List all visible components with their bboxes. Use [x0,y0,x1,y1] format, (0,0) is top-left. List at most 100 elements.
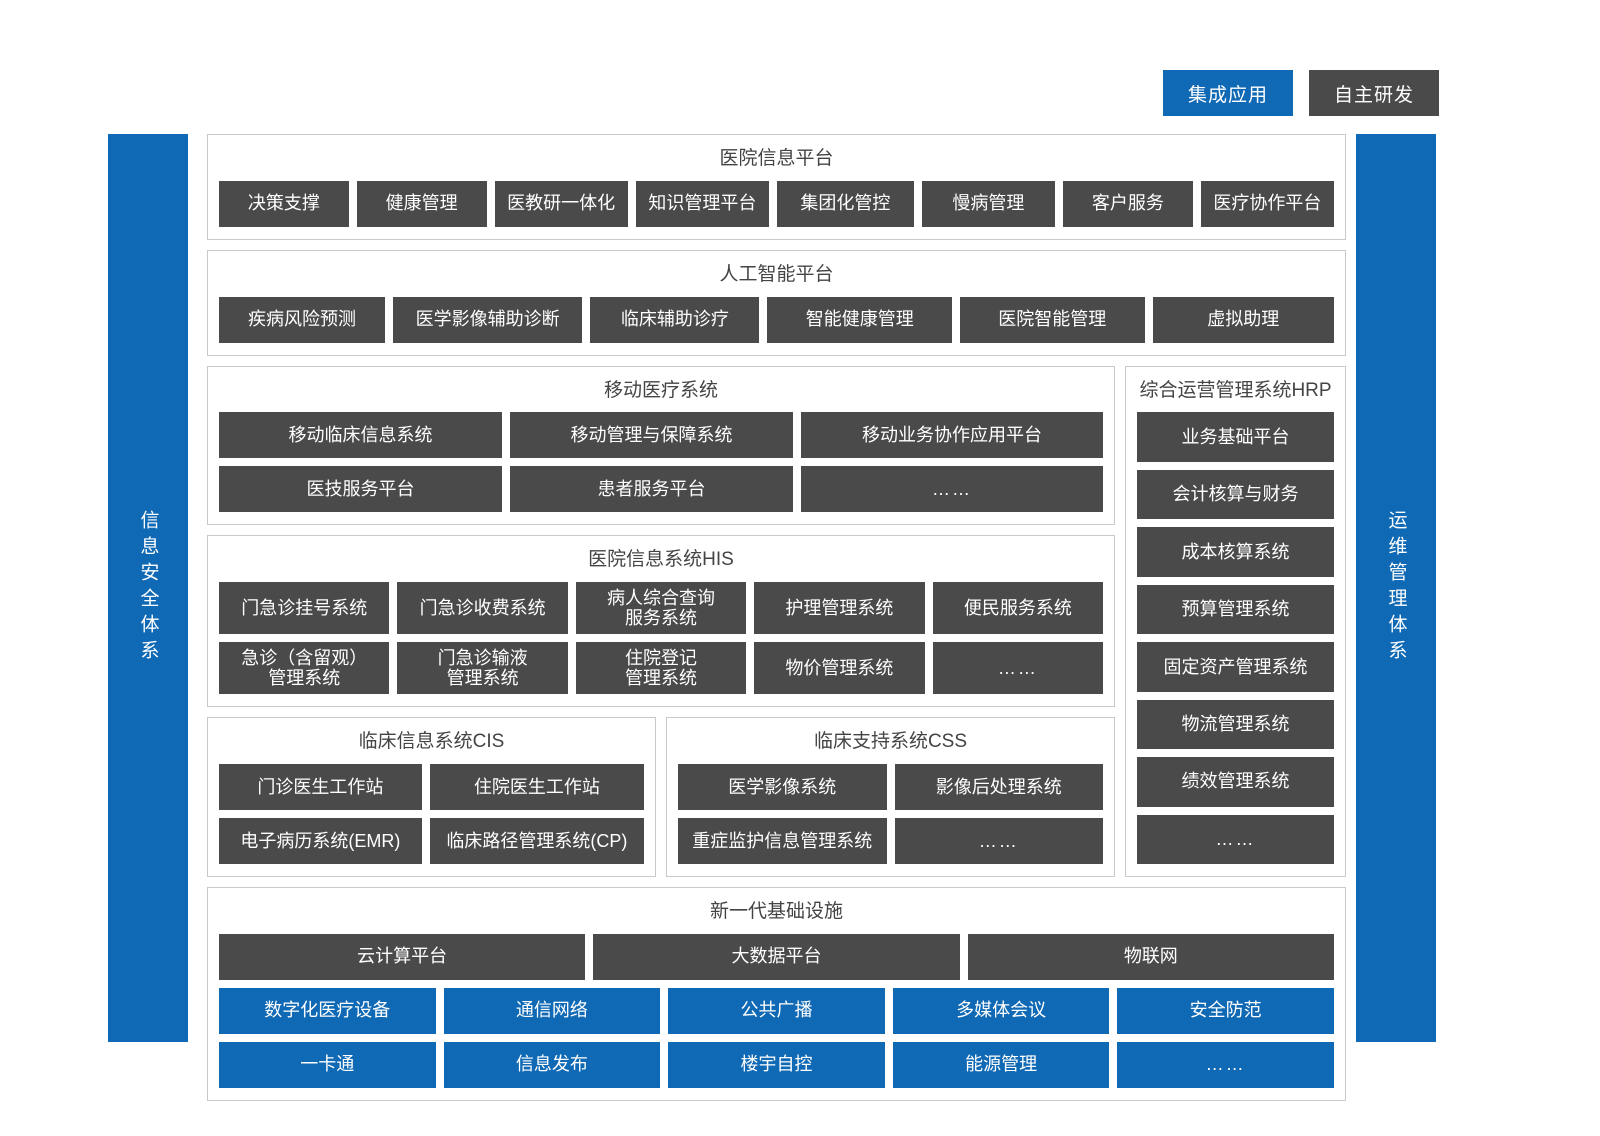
hrp-column: 综合运营管理系统HRP 业务基础平台 会计核算与财务 成本核算系统 预算管理系统… [1125,365,1346,877]
box-item[interactable]: 公共广播 [668,987,885,1034]
box-item[interactable]: 物价管理系统 [754,642,925,695]
box-item[interactable]: 重症监护信息管理系统 [678,817,887,864]
box-item-ellipsis[interactable]: …… [1137,814,1334,865]
box-item[interactable]: 楼宇自控 [668,1041,885,1088]
main-stack: 医院信息平台 决策支撑 健康管理 医教研一体化 知识管理平台 集团化管控 慢病管… [207,134,1346,1101]
box-item[interactable]: 固定资产管理系统 [1137,642,1334,692]
box-item[interactable]: 疾病风险预测 [219,296,386,343]
box-item[interactable]: 客户服务 [1062,180,1193,227]
legend-label: 集成应用 [1187,84,1268,106]
box-item[interactable]: 住院登记 管理系统 [575,642,747,695]
panel-hrp: 综合运营管理系统HRP 业务基础平台 会计核算与财务 成本核算系统 预算管理系统… [1125,365,1346,877]
item-row: 电子病历系统(EMR) 临床路径管理系统(CP) [219,817,644,864]
legend: 集成应用 自主研发 [1163,70,1439,116]
middle-region: 移动医疗系统 移动临床信息系统 移动管理与保障系统 移动业务协作应用平台 医技服… [207,365,1346,877]
box-item[interactable]: 云计算平台 [219,933,586,980]
box-item[interactable]: 物流管理系统 [1137,699,1334,750]
box-item[interactable]: 数字化医疗设备 [219,987,436,1034]
box-item[interactable]: 医学影像辅助诊断 [393,296,583,343]
side-bar-label: 信息安全体系 [137,510,159,666]
item-row: 决策支撑 健康管理 医教研一体化 知识管理平台 集团化管控 慢病管理 客户服务 … [219,180,1334,227]
box-item[interactable]: 急诊（含留观） 管理系统 [219,642,390,695]
box-item[interactable]: 住院医生工作站 [429,763,644,810]
box-item[interactable]: 集团化管控 [777,180,914,227]
box-item-ellipsis[interactable]: …… [801,466,1104,513]
panel-css: 临床支持系统CSS 医学影像系统 影像后处理系统 重症监护信息管理系统 …… [666,717,1115,877]
box-item[interactable]: 门诊医生工作站 [219,763,422,810]
item-row: 门诊医生工作站 住院医生工作站 [219,763,644,810]
box-item[interactable]: 移动临床信息系统 [219,412,503,459]
box-item[interactable]: 临床路径管理系统(CP) [429,817,644,864]
box-item[interactable]: 安全防范 [1117,987,1334,1034]
box-item[interactable]: 患者服务平台 [510,466,794,513]
panel-title: 移动医疗系统 [603,379,718,401]
item-row: 急诊（含留观） 管理系统 门急诊输液 管理系统 住院登记 管理系统 物价管理系统… [219,642,1104,695]
panel-title: 临床支持系统CSS [813,731,968,753]
box-item[interactable]: 便民服务系统 [932,582,1104,635]
box-item[interactable]: 会计核算与财务 [1137,469,1334,520]
box-item[interactable]: 健康管理 [356,180,487,227]
panel-hospital-info-platform: 医院信息平台 决策支撑 健康管理 医教研一体化 知识管理平台 集团化管控 慢病管… [207,134,1346,240]
item-row: 门急诊挂号系统 门急诊收费系统 病人综合查询 服务系统 护理管理系统 便民服务系… [219,582,1104,635]
box-item[interactable]: 大数据平台 [593,933,960,980]
box-item[interactable]: 决策支撑 [219,180,349,227]
side-bar-operation-maintenance: 运维管理体系 [1356,134,1436,1042]
box-item-ellipsis[interactable]: …… [894,817,1103,864]
box-item[interactable]: 移动业务协作应用平台 [801,412,1104,459]
box-item[interactable]: 虚拟助理 [1152,296,1335,343]
box-item[interactable]: 业务基础平台 [1137,412,1334,462]
cis-css-region: 临床信息系统CIS 门诊医生工作站 住院医生工作站 电子病历系统(EMR) 临床… [207,717,1115,877]
item-row: 移动临床信息系统 移动管理与保障系统 移动业务协作应用平台 [219,412,1104,459]
box-item-ellipsis[interactable]: …… [932,642,1104,695]
legend-item-self-developed: 自主研发 [1309,70,1439,116]
box-item[interactable]: 一卡通 [219,1041,436,1088]
item-row: 疾病风险预测 医学影像辅助诊断 临床辅助诊疗 智能健康管理 医院智能管理 虚拟助… [219,296,1335,343]
box-item-ellipsis[interactable]: …… [1117,1041,1334,1088]
box-item[interactable]: 医疗协作平台 [1200,180,1334,227]
side-bar-information-security: 信息安全体系 [108,134,188,1042]
box-item[interactable]: 电子病历系统(EMR) [219,817,422,864]
box-item[interactable]: 医院智能管理 [959,296,1145,343]
box-item[interactable]: 知识管理平台 [635,180,770,227]
box-item[interactable]: 多媒体会议 [892,987,1110,1034]
box-item[interactable]: 影像后处理系统 [894,763,1103,810]
item-row: 重症监护信息管理系统 …… [678,817,1103,864]
panel-mobile-medical-system: 移动医疗系统 移动临床信息系统 移动管理与保障系统 移动业务协作应用平台 医技服… [207,365,1115,526]
panel-title: 新一代基础设施 [709,900,843,922]
box-item[interactable]: 门急诊挂号系统 [219,582,390,635]
side-bar-label: 运维管理体系 [1385,510,1407,666]
box-item[interactable]: 通信网络 [443,987,661,1034]
box-item[interactable]: 物联网 [967,933,1334,980]
box-item[interactable]: 慢病管理 [921,180,1055,227]
box-item[interactable]: 医学影像系统 [678,763,887,810]
box-item[interactable]: 医教研一体化 [494,180,628,227]
box-item[interactable]: 信息发布 [443,1041,661,1088]
platform-row: 云计算平台 大数据平台 物联网 [219,933,1334,980]
box-item[interactable]: 绩效管理系统 [1137,757,1334,807]
box-item[interactable]: 门急诊输液 管理系统 [397,642,568,695]
panel-his: 医院信息系统HIS 门急诊挂号系统 门急诊收费系统 病人综合查询 服务系统 护理… [207,535,1115,708]
panel-title: 医院信息平台 [719,148,834,169]
middle-left-column: 移动医疗系统 移动临床信息系统 移动管理与保障系统 移动业务协作应用平台 医技服… [207,365,1115,877]
box-item[interactable]: 病人综合查询 服务系统 [575,582,747,635]
box-item[interactable]: 护理管理系统 [754,582,925,635]
box-item[interactable]: 医技服务平台 [219,466,503,513]
box-item[interactable]: 成本核算系统 [1137,527,1334,577]
legend-item-integrated-application: 集成应用 [1163,70,1293,116]
panel-infrastructure: 新一代基础设施 云计算平台 大数据平台 物联网 数字化医疗设备 通信网络 公共广… [207,886,1346,1101]
box-item[interactable]: 智能健康管理 [767,296,952,343]
item-row: 医技服务平台 患者服务平台 …… [219,466,1104,513]
box-item[interactable]: 能源管理 [892,1041,1110,1088]
item-row: 数字化医疗设备 通信网络 公共广播 多媒体会议 安全防范 [219,987,1334,1034]
item-row: 一卡通 信息发布 楼宇自控 能源管理 …… [219,1041,1334,1088]
legend-label: 自主研发 [1333,84,1414,106]
panel-ai-platform: 人工智能平台 疾病风险预测 医学影像辅助诊断 临床辅助诊疗 智能健康管理 医院智… [207,249,1346,356]
box-item[interactable]: 临床辅助诊疗 [590,296,760,343]
box-item[interactable]: 预算管理系统 [1137,584,1334,635]
panel-cis: 临床信息系统CIS 门诊医生工作站 住院医生工作站 电子病历系统(EMR) 临床… [207,717,656,877]
item-row: 医学影像系统 影像后处理系统 [678,763,1103,810]
panel-title: 临床信息系统CIS [358,731,505,753]
hrp-item-list: 业务基础平台 会计核算与财务 成本核算系统 预算管理系统 固定资产管理系统 物流… [1137,412,1334,865]
box-item[interactable]: 移动管理与保障系统 [510,412,794,459]
box-item[interactable]: 门急诊收费系统 [397,582,568,635]
